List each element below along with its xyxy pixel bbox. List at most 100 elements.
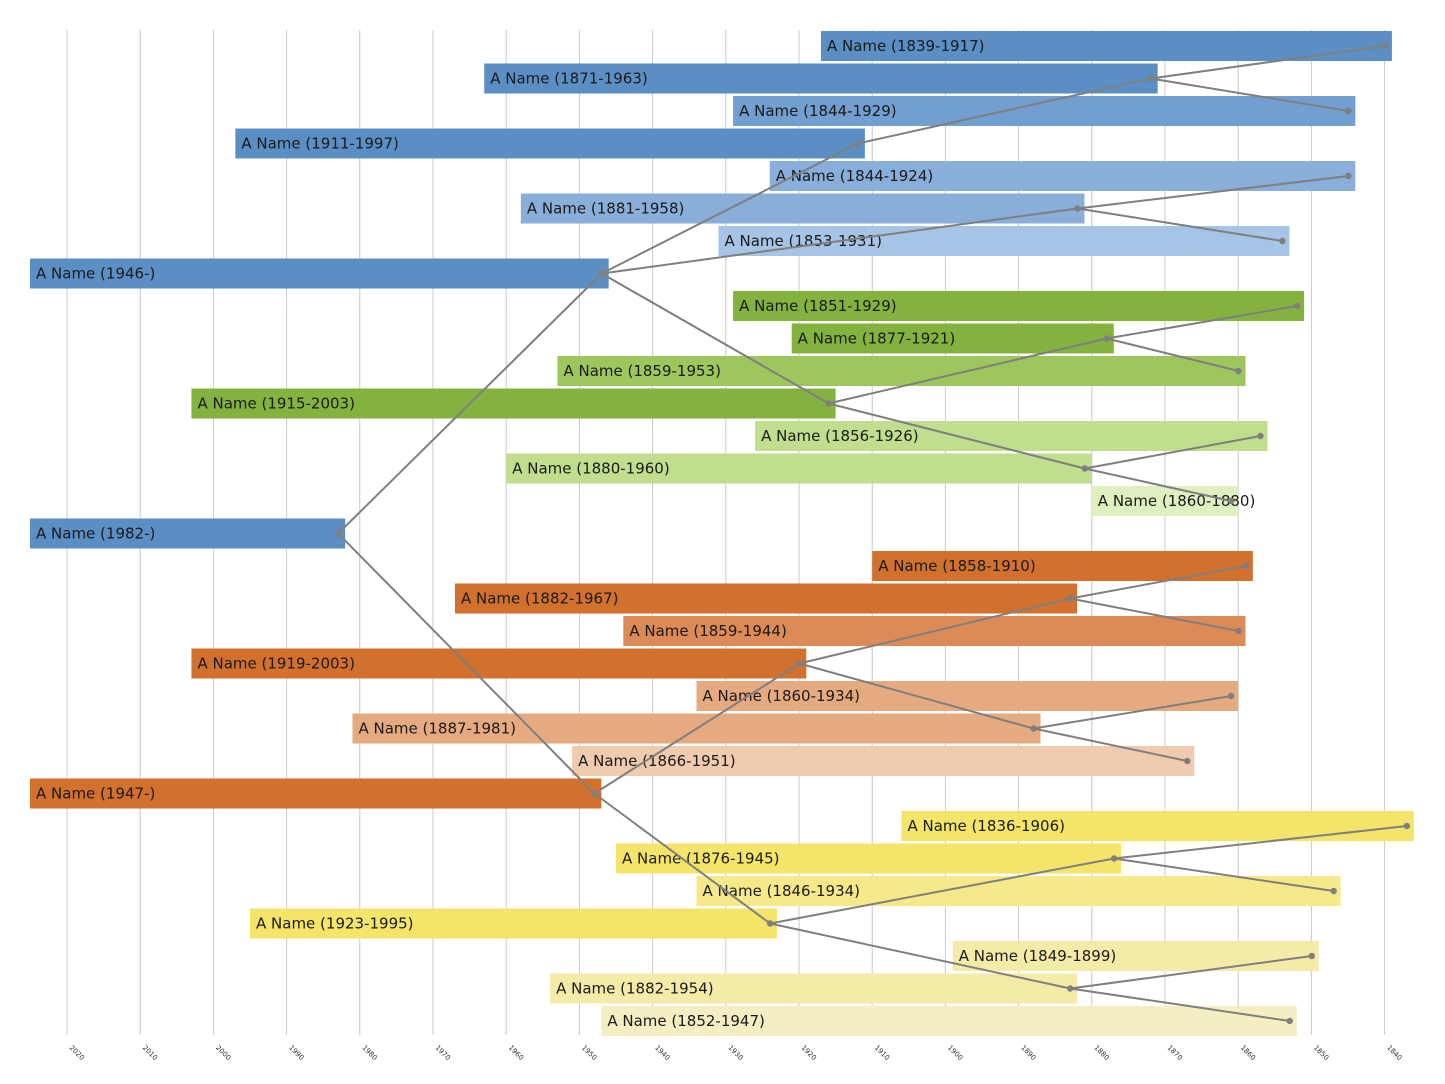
lifespan-label: A Name (1859-1944) [629,622,787,640]
birth-point [825,400,832,407]
x-tick-label: 1960 [507,1044,525,1062]
lifespan-label: A Name (1880-1960) [512,460,670,478]
lifespan-label: A Name (1876-1945) [622,850,780,868]
connector-line [1084,467,1232,502]
lifespan-bar [733,96,1356,126]
connector-line [593,792,771,925]
birth-point [1286,1017,1293,1025]
lifespan-label: A Name (1849-1899) [959,947,1117,965]
lifespan-label: A Name (1839-1917) [827,37,985,55]
birth-point [1308,952,1315,960]
lifespan-label: A Name (1982-) [36,525,155,543]
x-tick-label: 1990 [287,1044,305,1062]
birth-point [1279,237,1286,245]
lifespan-label: A Name (1860-1934) [703,687,861,705]
x-tick-label: 1900 [946,1044,964,1062]
lifespan-label: A Name (1856-1926) [761,427,919,445]
lifespan-bar [1091,486,1239,516]
lifespan-label: A Name (1844-1929) [739,102,897,120]
lifespan-label: A Name (1882-1954) [556,980,714,998]
x-tick-label: 2000 [214,1044,232,1062]
lifespan-label: A Name (1859-1953) [563,362,721,380]
lifespan-bar [696,876,1341,906]
x-tick-label: 2010 [141,1044,159,1062]
lifespan-label: A Name (1851-1929) [739,297,897,315]
lifespan-bar [696,681,1239,711]
connector-line [1113,825,1407,860]
lifespan-label: A Name (1946-) [36,265,155,283]
lifespan-bar [572,746,1195,776]
birth-point [598,270,605,277]
lifespan-label: A Name (1947-) [36,785,155,803]
lifespan-label: A Name (1915-2003) [197,395,355,413]
lifespan-bar [191,648,807,679]
connector-line [1077,175,1349,210]
birth-point [854,140,862,147]
lifespan-bar [820,31,1392,61]
birth-point [1110,855,1118,862]
lifespan-bar [250,908,778,939]
birth-point [766,920,774,927]
birth-point [1228,497,1235,505]
lifespan-bar [30,518,346,549]
lifespan-label: A Name (1836-1906) [907,817,1065,835]
x-tick-label: 1970 [434,1044,452,1062]
birth-point [1330,887,1337,895]
connector-line [769,857,1115,925]
birth-point [1228,692,1235,700]
lifespan-label: A Name (1882-1967) [461,590,619,608]
birth-point [1257,432,1264,440]
birth-point [1381,42,1389,50]
connector-line [1106,305,1298,340]
lifespan-label: A Name (1919-2003) [197,655,355,673]
lifespan-label: A Name (1923-1995) [256,915,414,933]
lifespan-bars: A Name (1839-1917) A Name (1871-1963) A Na… [30,31,1414,1036]
lifespan-bar [755,421,1268,451]
lifespan-label: A Name (1871-1963) [490,70,648,88]
birth-point [1235,627,1242,635]
birth-point [1066,985,1074,992]
connector-line [857,77,1151,145]
connector-line [1084,435,1261,470]
lifespan-bar [30,778,602,809]
lifespan-bar [191,388,836,419]
connector-line [1113,857,1334,892]
connector-line [799,662,1034,730]
x-tick-label: 2020 [68,1044,86,1062]
birth-point [1081,465,1089,472]
lifespan-bar [454,583,1078,614]
connector-line [769,922,1071,990]
lifespan-bar [557,356,1246,386]
connector-line [799,597,1071,665]
x-tick-label: 1940 [653,1044,671,1062]
x-tick-label: 1890 [1019,1044,1037,1062]
birth-point [1184,757,1191,765]
lifespan-label: A Name (1887-1981) [358,720,516,738]
birth-point [1066,595,1074,602]
x-tick-label: 1980 [360,1044,378,1062]
birth-point [1345,172,1352,180]
x-tick-label: 1920 [800,1044,818,1062]
connector-line [1106,337,1239,372]
birth-point [1345,107,1352,115]
connector-line [1033,695,1232,730]
birth-point [1074,205,1081,212]
connector-line [1070,987,1290,1022]
lifespan-label: A Name (1866-1951) [578,752,736,770]
lifespan-bar [952,941,1319,971]
connector-line [601,142,859,275]
lifespan-bar [616,843,1122,874]
parent-connectors [334,42,1411,1025]
connector-line [1069,597,1239,632]
birth-point [1235,367,1242,375]
lifespan-bar [30,258,609,289]
birth-point [591,790,598,797]
x-tick-label: 1870 [1166,1044,1184,1062]
birth-point [1030,725,1037,732]
birth-point [1293,302,1301,310]
lifespan-bar [550,973,1078,1004]
birth-point [796,660,803,667]
connector-line [1070,955,1312,990]
birth-point [334,530,342,537]
